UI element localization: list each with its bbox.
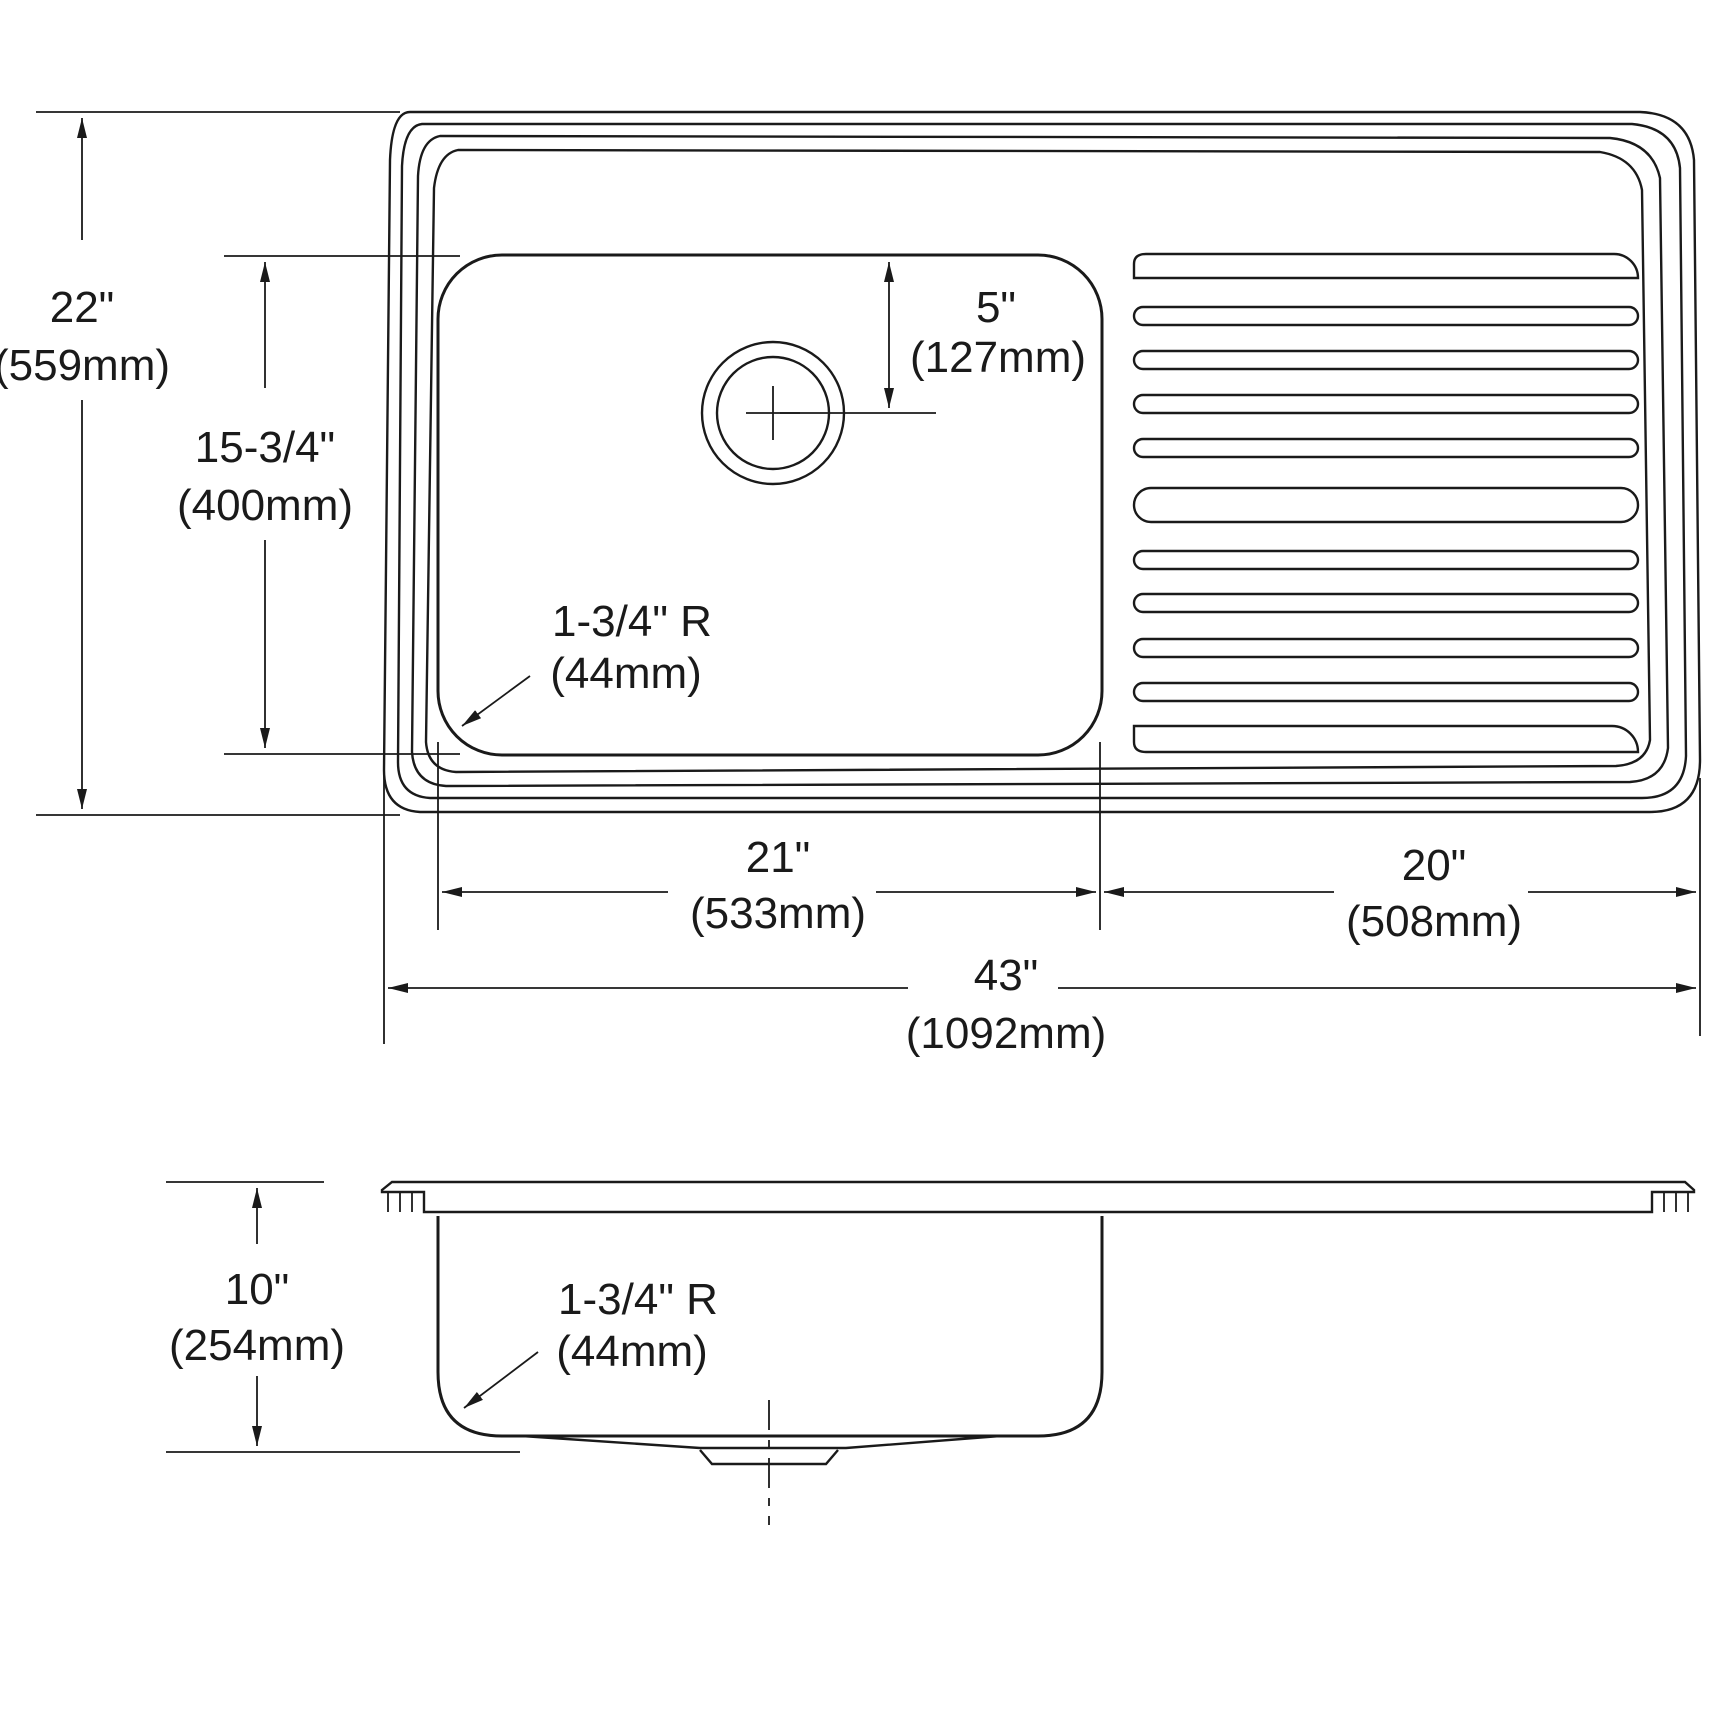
- top-view-sink-outline: [382, 110, 1702, 814]
- drain-offset-mm-label: (127mm): [910, 333, 1086, 382]
- leader-corner-radius-top: [461, 675, 531, 727]
- bowl-width-inch-label: 21": [746, 833, 811, 882]
- drainboard-rib: [1132, 437, 1640, 459]
- drainboard-rib: [1132, 637, 1640, 659]
- drainboard-rib: [1132, 393, 1640, 415]
- drainboard-rib: [1132, 349, 1640, 371]
- sink-bowl: [436, 253, 1104, 757]
- side-bowl: [436, 1216, 1104, 1438]
- drain-offset-inch-label: 5": [976, 283, 1016, 332]
- drainboard-rib: [1132, 486, 1640, 524]
- sink-rim-inner: [410, 134, 1670, 788]
- dim-overall-depth: [36, 111, 400, 816]
- bowl-width-mm-label: (533mm): [690, 889, 866, 938]
- bowl-depth-mm-label: (400mm): [177, 481, 353, 530]
- corner-radius-top-inch-label: 1-3/4" R: [552, 597, 712, 646]
- bowl-height-inch-label: 10": [225, 1265, 290, 1314]
- side-bowl-bottom-taper: [521, 1434, 1001, 1450]
- sink-rim-outer: [382, 110, 1702, 814]
- drainboard-width-mm-label: (508mm): [1346, 897, 1522, 946]
- drainboard-rib: [1132, 549, 1640, 571]
- sink-deck-edge: [424, 148, 1652, 774]
- side-rim: [380, 1180, 1696, 1214]
- leader-corner-radius-side: [463, 1351, 539, 1409]
- overall-width-inch-label: 43": [974, 951, 1039, 1000]
- drainboard-rib: [1132, 592, 1640, 614]
- corner-radius-side-mm-label: (44mm): [556, 1327, 708, 1376]
- corner-radius-side-inch-label: 1-3/4" R: [558, 1275, 718, 1324]
- dim-bowl-depth: [224, 255, 460, 755]
- dim-drain-offset: [780, 262, 936, 414]
- bowl-height-mm-label: (254mm): [169, 1321, 345, 1370]
- side-view-sink: [380, 1180, 1696, 1525]
- overall-depth-mm-label: (559mm): [0, 341, 170, 390]
- drainboard-width-inch-label: 20": [1402, 841, 1467, 890]
- overall-width-mm-label: (1092mm): [906, 1009, 1107, 1058]
- drainboard-rib: [1132, 681, 1640, 703]
- overall-depth-inch-label: 22": [50, 283, 115, 332]
- drainboard-rib: [1132, 252, 1640, 280]
- width-extension-lines: [383, 742, 1701, 1044]
- bowl-depth-inch-label: 15-3/4": [195, 423, 335, 472]
- dim-bowl-height: [166, 1181, 520, 1453]
- drainboard-rib: [1132, 305, 1640, 327]
- drainboard-ribs: [1132, 252, 1640, 754]
- sink-rim-middle: [396, 122, 1688, 800]
- drainboard-rib: [1132, 724, 1640, 754]
- corner-radius-top-mm-label: (44mm): [550, 649, 702, 698]
